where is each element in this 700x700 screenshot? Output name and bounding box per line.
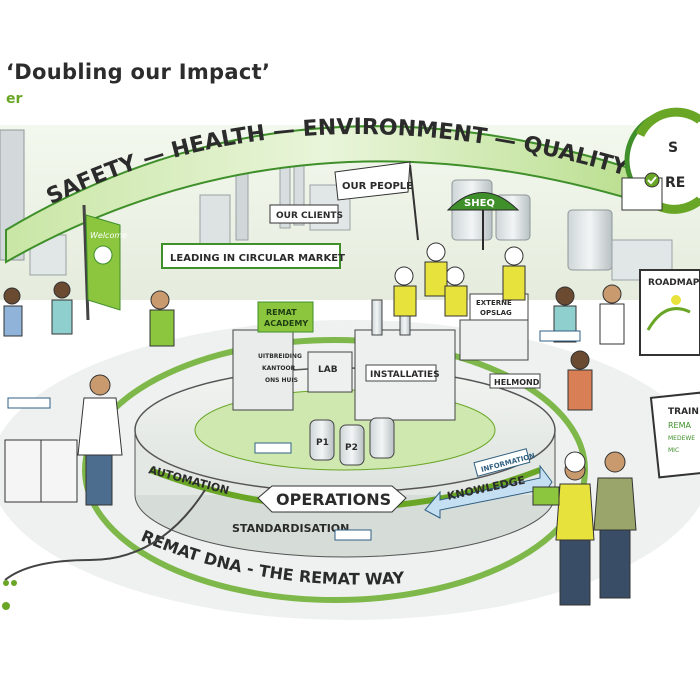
our-clients-sign: OUR CLIENTS [269, 204, 343, 224]
svg-text:TRAIN: TRAIN [668, 407, 699, 417]
standardisation-label: STANDARDISATION [232, 522, 349, 535]
decorative-dots [2, 580, 17, 610]
svg-text:MEDEWE: MEDEWE [668, 435, 695, 442]
svg-text:MIC: MIC [668, 447, 679, 454]
roadmap-board: ROADMAP [639, 269, 700, 356]
svg-text:UITBREIDING: UITBREIDING [258, 353, 302, 360]
training-board: TRAIN REMA MEDEWE MIC [649, 391, 700, 479]
svg-text:ONS HUIS: ONS HUIS [265, 377, 298, 384]
person-right-2 [599, 284, 625, 345]
svg-text:Welcome: Welcome [90, 231, 127, 240]
svg-text:OUR PEOPLE: OUR PEOPLE [342, 181, 413, 192]
page-title: ‘Doubling our Impact’ [6, 60, 271, 84]
svg-text:EXTERNE: EXTERNE [476, 299, 512, 307]
cycle-re: RE [665, 175, 685, 191]
person-left-2 [51, 281, 73, 335]
person-lab-coat [77, 374, 123, 506]
svg-text:OUR CLIENTS: OUR CLIENTS [276, 211, 343, 221]
welcome-flag: Welcome [82, 204, 127, 321]
svg-text:OPSLAG: OPSLAG [480, 309, 512, 317]
cycle-s: S [668, 140, 678, 156]
person-manager [593, 451, 637, 599]
person-left-1 [3, 287, 23, 337]
svg-text:REMA: REMA [668, 421, 692, 430]
person-right-3 [567, 350, 593, 411]
svg-text:LEADING IN CIRCULAR MARKET: LEADING IN CIRCULAR MARKET [170, 253, 345, 264]
svg-text:P2: P2 [345, 443, 358, 453]
person-left-3 [149, 290, 175, 347]
svg-text:REMAT: REMAT [266, 308, 297, 317]
lab-bench [4, 439, 78, 503]
svg-text:LAB: LAB [318, 365, 338, 375]
page-subtitle: er [6, 91, 23, 107]
lab-building: LAB [307, 351, 353, 393]
storage-tanks: P1 P2 [309, 417, 395, 466]
svg-text:KANTOOR: KANTOOR [262, 365, 296, 372]
svg-text:SHEQ: SHEQ [464, 198, 495, 209]
remat-academy-building: REMAT ACADEMY UITBREIDING KANTOOR ONS HU… [232, 301, 314, 411]
our-people-sign: OUR PEOPLE [334, 161, 419, 241]
svg-text:OPERATIONS: OPERATIONS [276, 490, 391, 509]
leading-sign: LEADING IN CIRCULAR MARKET [161, 243, 345, 269]
svg-text:ROADMAP: ROADMAP [648, 278, 700, 288]
installaties-building: INSTALLATIES [354, 294, 456, 421]
operations-label: OPERATIONS [257, 485, 407, 513]
svg-text:INSTALLATIES: INSTALLATIES [370, 370, 440, 380]
person-engineer-tablet [532, 451, 595, 606]
group-workers-helmets [393, 242, 526, 317]
power-cable [4, 489, 206, 581]
calculator-check-icon [621, 172, 663, 211]
sheq-umbrella: SHEQ [446, 192, 520, 250]
barcode-tags [7, 330, 581, 541]
svg-text:ACADEMY: ACADEMY [264, 319, 308, 328]
svg-text:P1: P1 [316, 438, 329, 448]
svg-text:HELMOND: HELMOND [494, 378, 540, 387]
